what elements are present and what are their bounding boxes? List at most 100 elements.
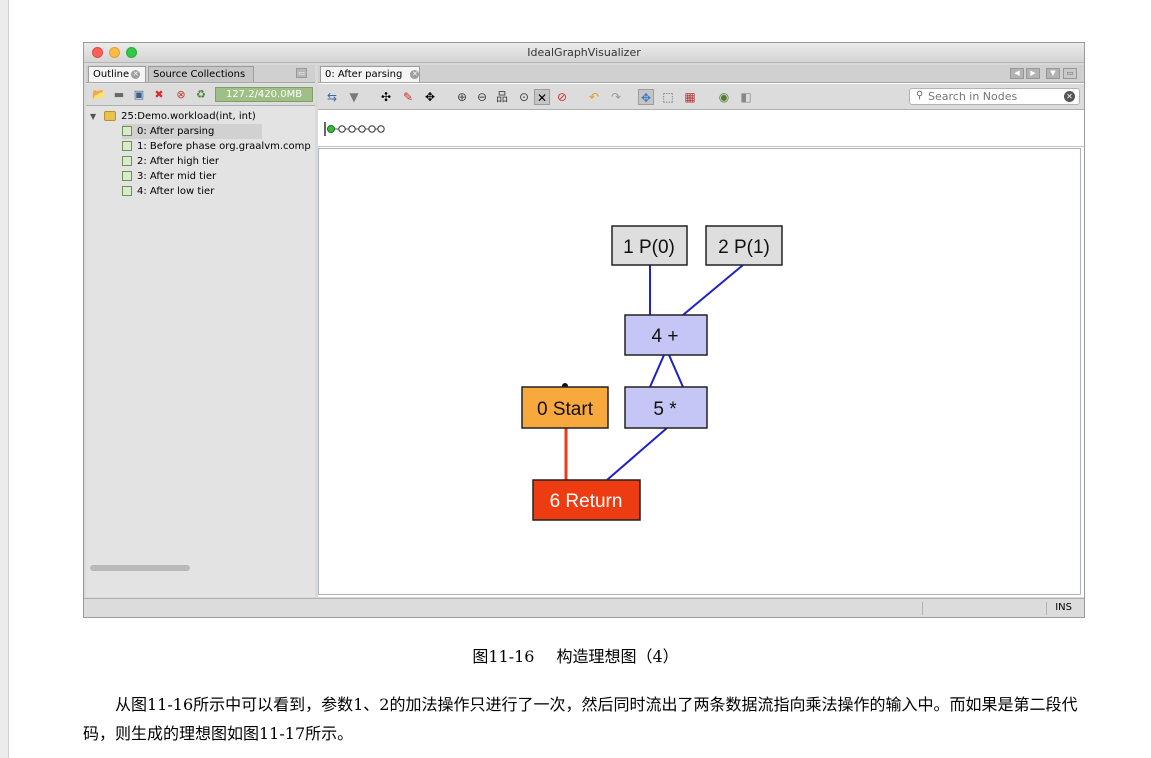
search-nodes-field[interactable]: ⚲ ✕ xyxy=(909,88,1080,105)
node-start[interactable]: 0 Start xyxy=(521,386,609,429)
left-tab-bar: Outline✕ Source Collections ▭ xyxy=(86,65,315,83)
overview-icon[interactable]: ▦ xyxy=(684,90,696,104)
color-icon[interactable]: ◉ xyxy=(718,90,730,104)
editor-tab-bar: 0: After parsing ✕ ◀ ▶ ▼ ▭ xyxy=(318,65,1084,83)
filter-icon[interactable]: ◧ xyxy=(740,90,752,104)
predecessor-icon[interactable]: ✕ xyxy=(534,89,550,105)
node-return-box[interactable] xyxy=(532,479,641,521)
selection-mode-icon[interactable]: ⬚ xyxy=(662,90,674,104)
tree-root-label: 25:Demo.workload(int, int) xyxy=(121,111,256,122)
remove-icon[interactable]: ✖ xyxy=(154,88,164,101)
outline-tree: ▼ 25:Demo.workload(int, int) 0: After par… xyxy=(86,107,315,577)
caption-number: 图11-16 xyxy=(472,647,535,666)
edge-add-mul-2 xyxy=(668,354,684,388)
tab-scroll-left-icon[interactable]: ◀ xyxy=(1010,68,1024,79)
tree-item[interactable]: 0: After parsing xyxy=(122,124,262,139)
save-all-icon[interactable]: ▣ xyxy=(133,88,145,101)
open-folder-icon[interactable]: 📂 xyxy=(92,88,106,101)
title-bar: IdealGraphVisualizer xyxy=(84,43,1084,63)
node-return[interactable]: 6 Return xyxy=(532,479,641,521)
minimize-panel-icon[interactable]: ▭ xyxy=(296,68,307,78)
slider-tick[interactable] xyxy=(348,125,356,133)
clear-search-icon[interactable]: ✕ xyxy=(1064,91,1075,102)
page-left-edge xyxy=(0,0,9,758)
remove-all-icon[interactable]: ⊗ xyxy=(176,88,186,101)
slider-tick[interactable] xyxy=(368,125,376,133)
close-window-button[interactable] xyxy=(92,47,103,58)
hierarchical-layout-icon[interactable]: 品 xyxy=(495,90,508,104)
close-icon[interactable]: ✕ xyxy=(131,69,141,79)
hide-icon[interactable]: ✎ xyxy=(402,90,414,104)
zoom-in-icon[interactable]: ⊕ xyxy=(456,90,468,104)
node-p0-box[interactable] xyxy=(611,225,688,266)
minimize-window-button[interactable] xyxy=(109,47,120,58)
tab-list-icon[interactable]: ▼ xyxy=(1046,68,1060,79)
graph-icon xyxy=(122,156,132,166)
tree-root[interactable]: ▼ 25:Demo.workload(int, int) xyxy=(90,109,256,124)
tab-source-collections[interactable]: Source Collections xyxy=(148,66,254,82)
expand-chevron-icon[interactable]: ▼ xyxy=(90,112,97,121)
caption-title: 构造理想图（4） xyxy=(556,647,679,666)
tab-scroll-right-icon[interactable]: ▶ xyxy=(1026,68,1040,79)
tree-item[interactable]: 2: After high tier xyxy=(122,154,219,169)
tab-after-parsing[interactable]: 0: After parsing ✕ xyxy=(320,66,420,82)
garbage-collect-icon[interactable]: ♻ xyxy=(196,88,206,101)
save-icon[interactable]: ▬ xyxy=(113,88,125,101)
edge-p1-add xyxy=(682,264,744,316)
body-paragraph: 从图11-16所示中可以看到，参数1、2的加法操作只进行了一次，然后同时流出了两… xyxy=(83,695,1078,743)
status-bar: INS xyxy=(84,598,1084,617)
maximize-icon[interactable]: ▭ xyxy=(1063,68,1077,79)
zoom-out-icon[interactable]: ⊖ xyxy=(476,90,488,104)
slider-tick[interactable] xyxy=(338,125,346,133)
pan-mode-icon[interactable]: ✥ xyxy=(638,89,654,105)
search-input[interactable] xyxy=(928,90,1048,103)
graph-icon xyxy=(122,126,132,136)
node-p1-box[interactable] xyxy=(705,225,783,266)
close-icon[interactable]: ✕ xyxy=(410,69,420,79)
tree-item[interactable]: 1: Before phase org.graalvm.comp xyxy=(122,139,311,154)
sync-icon[interactable]: ▼ xyxy=(349,90,359,104)
show-all-icon[interactable]: ✥ xyxy=(424,90,436,104)
editor-tab-label: 0: After parsing xyxy=(325,69,403,80)
node-start-label: 0 Start xyxy=(537,399,594,420)
tree-item[interactable]: 3: After mid tier xyxy=(122,169,216,184)
slider-handle[interactable] xyxy=(327,125,335,133)
tab-outline[interactable]: Outline✕ xyxy=(88,66,146,82)
memory-indicator[interactable]: 127.2/420.0MB xyxy=(215,87,313,102)
redo-icon[interactable]: ↷ xyxy=(610,90,622,104)
node-add[interactable]: 4 + xyxy=(624,314,708,356)
graph-canvas[interactable]: 1 P(0) 2 P(1) 4 + 0 Start 5 * xyxy=(318,148,1081,595)
graph-icon xyxy=(122,141,132,151)
slider-tick[interactable] xyxy=(358,125,366,133)
block-icon[interactable]: ⊘ xyxy=(556,90,568,104)
node-p1-label: 2 P(1) xyxy=(718,237,770,258)
status-separator xyxy=(922,602,923,615)
figure-caption: 图11-16 构造理想图（4） xyxy=(0,643,1151,667)
node-return-label: 6 Return xyxy=(550,491,623,512)
tree-item-label: 0: After parsing xyxy=(137,126,215,137)
window-title: IdealGraphVisualizer xyxy=(527,46,641,59)
node-mul-label: 5 * xyxy=(653,399,677,420)
edge-add-mul-1 xyxy=(649,354,665,388)
outline-toolbar: 📂 ▬ ▣ ✖ ⊗ ♻ 127.2/420.0MB xyxy=(86,84,315,106)
node-p0[interactable]: 1 P(0) xyxy=(611,225,688,266)
graph-icon xyxy=(122,186,132,196)
phase-slider[interactable] xyxy=(318,111,398,147)
node-mul[interactable]: 5 * xyxy=(624,386,708,429)
node-add-box[interactable] xyxy=(624,314,708,356)
undo-icon[interactable]: ↶ xyxy=(588,90,600,104)
slider-tick[interactable] xyxy=(377,125,385,133)
node-p1[interactable]: 2 P(1) xyxy=(705,225,783,266)
zoom-fit-icon[interactable]: ⊙ xyxy=(518,90,530,104)
tree-item[interactable]: 4: After low tier xyxy=(122,184,214,199)
phase-slider-area xyxy=(318,111,1084,147)
export-icon[interactable]: ⇆ xyxy=(326,90,338,104)
node-start-box[interactable] xyxy=(521,386,609,429)
node-mul-box[interactable] xyxy=(624,386,708,429)
horizontal-scrollbar[interactable] xyxy=(90,565,190,571)
edge-mul-return xyxy=(606,427,668,481)
tab-source-label: Source Collections xyxy=(153,69,246,80)
expand-all-icon[interactable]: ✣ xyxy=(380,90,392,104)
zoom-window-button[interactable] xyxy=(126,47,137,58)
search-icon: ⚲ xyxy=(916,90,924,101)
